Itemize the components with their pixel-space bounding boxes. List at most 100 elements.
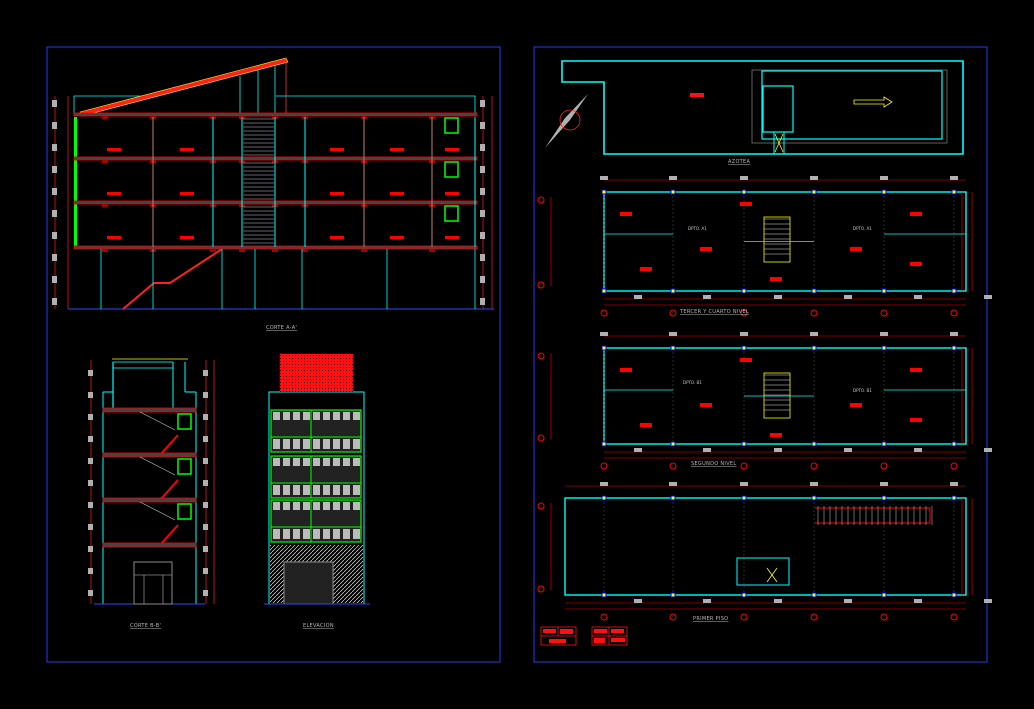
window-pane (313, 458, 320, 466)
dimension-tag (52, 100, 57, 107)
column (601, 345, 607, 351)
window-pane (343, 458, 350, 466)
column (951, 441, 957, 447)
axis-bubble (740, 309, 748, 317)
dimension-tag (480, 166, 485, 173)
level-tag (107, 148, 121, 151)
column (670, 345, 676, 351)
parapet-perforations (280, 354, 353, 392)
stair-flight (140, 434, 179, 456)
stair (763, 216, 791, 263)
window-pane (353, 502, 360, 510)
dimension-tag (914, 599, 922, 603)
level-tag (445, 148, 459, 151)
axis-bubble (537, 352, 545, 360)
dimension-tag (203, 370, 208, 376)
room-tag (740, 202, 752, 206)
dimension-tag (203, 458, 208, 464)
dimension-tag (480, 188, 485, 195)
window-pane (283, 485, 290, 495)
window-pane (283, 439, 290, 449)
level-tag (107, 236, 121, 239)
dimension-tag (88, 524, 93, 530)
room-tag (640, 267, 652, 271)
dimension-tag (480, 122, 485, 129)
dimension-tag (480, 298, 485, 305)
axis-bubble (537, 585, 545, 593)
window-pane (273, 529, 280, 539)
column (881, 288, 887, 294)
axis-bubble (600, 462, 608, 470)
level-tag (390, 236, 404, 239)
room-tag (700, 403, 712, 407)
floor-slab (73, 112, 478, 117)
axis-bubble (950, 462, 958, 470)
window-pane (273, 412, 280, 420)
column (741, 495, 747, 501)
level-tag (330, 148, 344, 151)
dimension-tag (634, 599, 642, 603)
column (811, 189, 817, 195)
window-pane (323, 529, 330, 539)
plan-outline (564, 497, 967, 596)
level-tag (390, 148, 404, 151)
dimension-tag (88, 502, 93, 508)
window-pane (323, 412, 330, 420)
stair (815, 507, 931, 524)
room-label: DPTO. B1 (853, 388, 872, 393)
dimension-tag (203, 524, 208, 530)
level-tag (180, 148, 194, 151)
dimension-tag (203, 392, 208, 398)
window-pane (323, 502, 330, 510)
room-tag (700, 247, 712, 251)
window-pane (333, 458, 340, 466)
dimension-tag (914, 295, 922, 299)
dimension-tag (203, 414, 208, 420)
window-pane (303, 439, 310, 449)
room-tag (850, 247, 862, 251)
column (601, 441, 607, 447)
dimension-tag (480, 276, 485, 283)
column (670, 189, 676, 195)
window-pane (323, 458, 330, 466)
dimension-tag (203, 480, 208, 486)
dimension-tag (880, 176, 888, 180)
room-label: DPTO. A1 (853, 226, 872, 231)
beam (102, 116, 108, 119)
axis-bubble (537, 502, 545, 510)
dimension-tag (480, 232, 485, 239)
window-pane (293, 458, 300, 466)
dimension-tag (669, 482, 677, 486)
dimension-tag (774, 295, 782, 299)
window-pane (353, 458, 360, 466)
window-pane (323, 439, 330, 449)
floor-slab (102, 542, 197, 548)
ground-entrance (283, 561, 334, 605)
window-pane (343, 439, 350, 449)
dimension-tag (914, 448, 922, 452)
room-tag (620, 368, 632, 372)
window-pane (343, 529, 350, 539)
dimension-tag (52, 144, 57, 151)
column (601, 592, 607, 598)
axis-bubble (950, 613, 958, 621)
beam (210, 249, 216, 252)
beam (429, 249, 435, 252)
column (811, 441, 817, 447)
stair-flight (139, 456, 176, 476)
level-tag (180, 192, 194, 195)
roof-outline (561, 60, 964, 155)
window-pane (273, 458, 280, 466)
dimension-tag (844, 295, 852, 299)
axis-bubble (810, 309, 818, 317)
dimension-tag (880, 482, 888, 486)
dimension-tag (203, 502, 208, 508)
roof-stair (762, 85, 794, 133)
window-pane (273, 502, 280, 510)
dimension-tag (600, 332, 608, 336)
column (741, 592, 747, 598)
sloped-roof (79, 57, 289, 117)
window-pane (313, 439, 320, 449)
dimension-tag (984, 448, 992, 452)
third-fourth-floor-plan-title: TERCER Y CUARTO NIVEL (679, 309, 749, 315)
